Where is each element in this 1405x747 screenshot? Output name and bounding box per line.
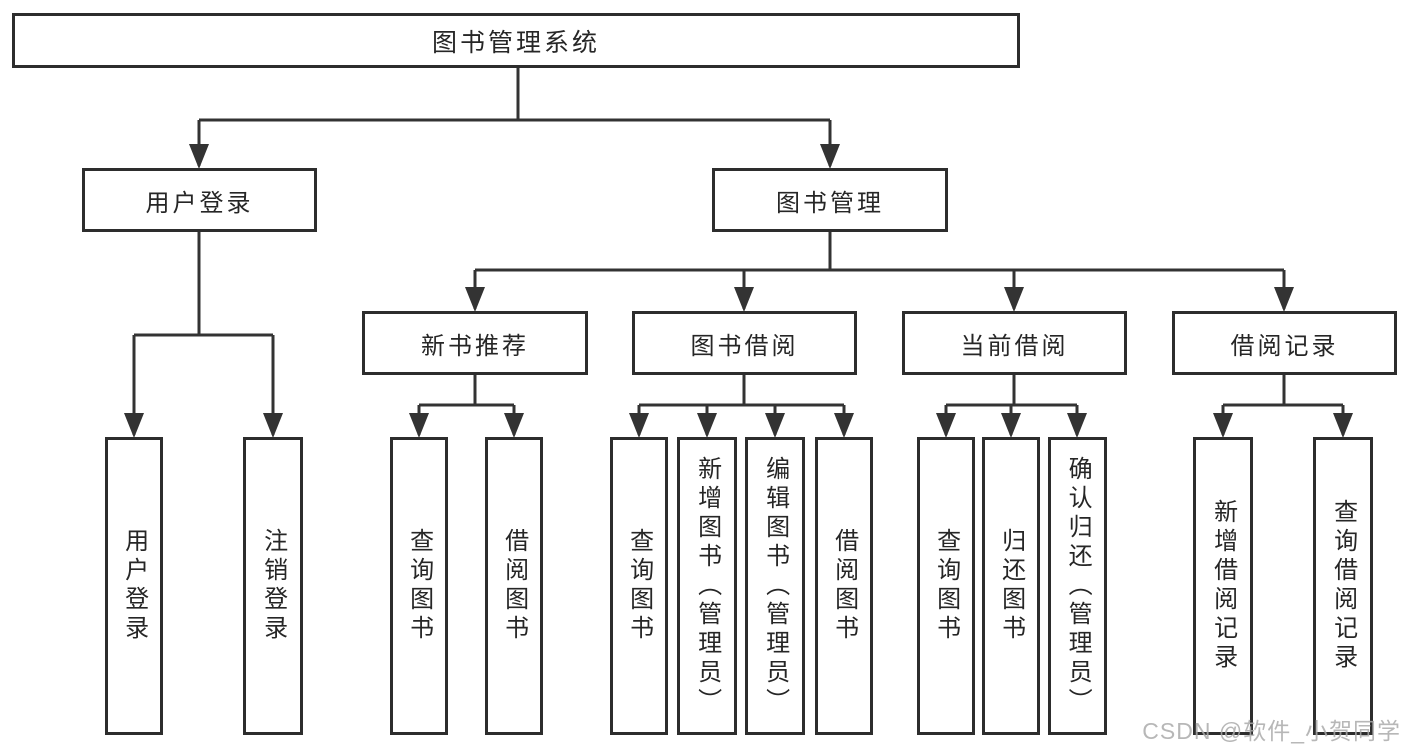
node-leaf-confirm-return-admin: 确认归还（管理员） xyxy=(1048,437,1107,735)
connector-lines xyxy=(132,66,1345,435)
arrowhead-icon xyxy=(936,413,956,438)
leaf-label: 借阅图书 xyxy=(830,528,858,644)
arrowhead-icon xyxy=(1274,287,1294,312)
node-leaf-query-books-current: 查询图书 xyxy=(917,437,975,735)
leaf-label: 注销登录 xyxy=(259,528,287,644)
arrowhead-icon xyxy=(765,413,785,438)
arrowhead-icon xyxy=(1067,413,1087,438)
node-book-management: 图书管理 xyxy=(712,168,948,232)
node-leaf-query-books-recommend: 查询图书 xyxy=(390,437,448,735)
node-leaf-borrow-books-recommend: 借阅图书 xyxy=(485,437,543,735)
arrowhead-icon xyxy=(504,413,524,438)
arrowhead-icon xyxy=(1333,413,1353,438)
arrowhead-icon xyxy=(1004,287,1024,312)
arrowheads xyxy=(124,144,1353,438)
arrowhead-icon xyxy=(409,413,429,438)
leaf-label: 查询图书 xyxy=(405,528,433,644)
arrowhead-icon xyxy=(629,413,649,438)
leaf-label: 用户登录 xyxy=(120,528,148,644)
node-leaf-add-books-admin: 新增图书（管理员） xyxy=(677,437,737,735)
node-leaf-user-login: 用户登录 xyxy=(105,437,163,735)
node-root: 图书管理系统 xyxy=(12,13,1020,68)
node-user-login: 用户登录 xyxy=(82,168,317,232)
leaf-label: 确认归还（管理员） xyxy=(1064,455,1092,717)
node-leaf-edit-books-admin: 编辑图书（管理员） xyxy=(745,437,805,735)
node-borrow-records: 借阅记录 xyxy=(1172,311,1397,375)
watermark: CSDN @软件_小贺同学 xyxy=(1142,718,1401,744)
arrowhead-icon xyxy=(263,413,283,438)
leaf-label: 归还图书 xyxy=(997,528,1025,644)
node-book-borrow: 图书借阅 xyxy=(632,311,857,375)
leaf-label: 新增借阅记录 xyxy=(1209,499,1237,673)
leaf-label: 查询图书 xyxy=(932,528,960,644)
leaf-label: 查询图书 xyxy=(625,528,653,644)
arrowhead-icon xyxy=(1001,413,1021,438)
node-new-book-recommend: 新书推荐 xyxy=(362,311,588,375)
leaf-label: 新增图书（管理员） xyxy=(693,455,721,717)
node-leaf-add-borrow-record: 新增借阅记录 xyxy=(1193,437,1253,735)
arrowhead-icon xyxy=(124,413,144,438)
arrowhead-icon xyxy=(834,413,854,438)
leaf-label: 借阅图书 xyxy=(500,528,528,644)
node-current-borrow: 当前借阅 xyxy=(902,311,1127,375)
node-leaf-borrow-books: 借阅图书 xyxy=(815,437,873,735)
leaf-label: 查询借阅记录 xyxy=(1329,499,1357,673)
arrowhead-icon xyxy=(820,144,840,169)
arrowhead-icon xyxy=(189,144,209,169)
node-leaf-logout: 注销登录 xyxy=(243,437,303,735)
arrowhead-icon xyxy=(465,287,485,312)
arrowhead-icon xyxy=(1213,413,1233,438)
leaf-label: 编辑图书（管理员） xyxy=(761,455,789,717)
node-leaf-query-borrow-record: 查询借阅记录 xyxy=(1313,437,1373,735)
arrowhead-icon xyxy=(734,287,754,312)
arrowhead-icon xyxy=(697,413,717,438)
node-leaf-query-books-borrow: 查询图书 xyxy=(610,437,668,735)
node-leaf-return-books: 归还图书 xyxy=(982,437,1040,735)
